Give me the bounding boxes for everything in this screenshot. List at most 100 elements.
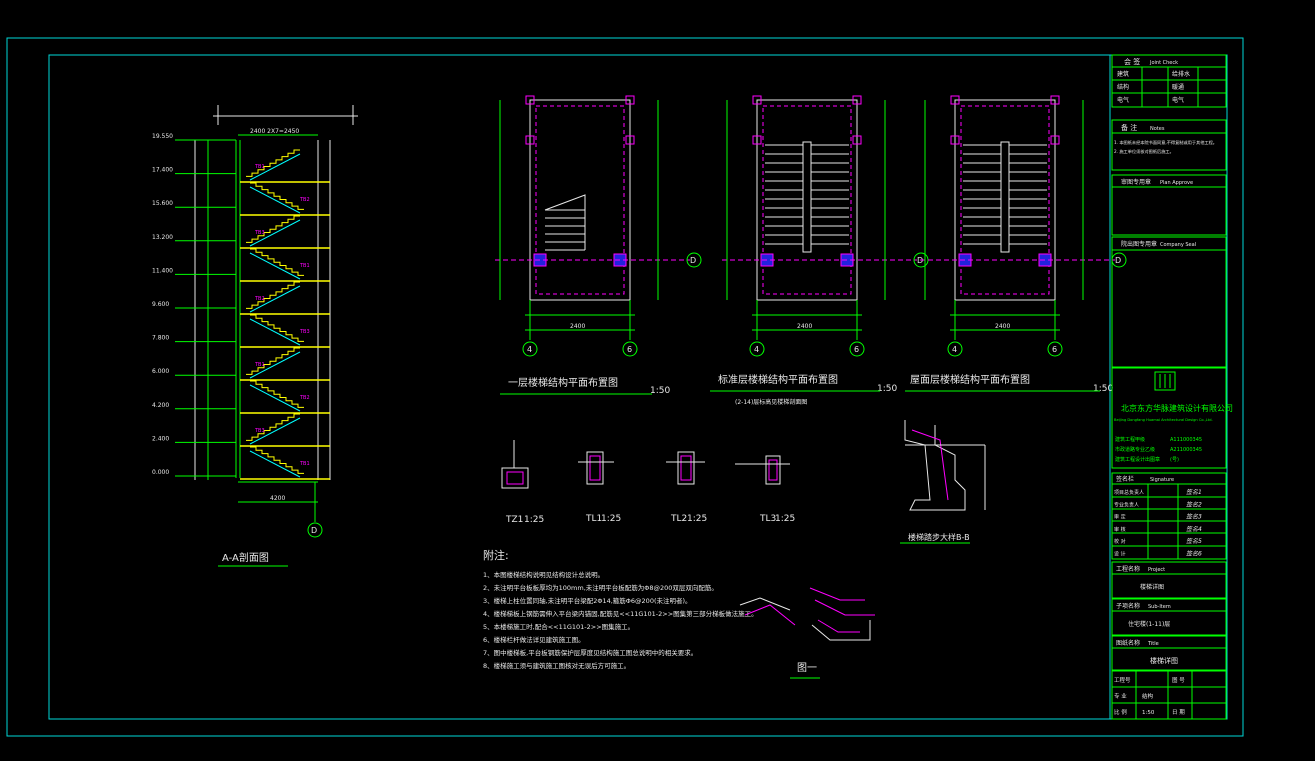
sign-name: 签名2 [1186, 500, 1202, 508]
tl2-scale: 1:25 [687, 514, 707, 524]
plan-scale-2: 1:50 [877, 384, 897, 394]
company-name-cn: 北京东方华脉建筑设计有限公司 [1121, 403, 1233, 413]
plan-column-small [852, 95, 862, 105]
seal-row-2b: 暖通 [1172, 83, 1184, 91]
tl3-label: TL3 [759, 514, 776, 524]
figure-1-title: 图一 [797, 662, 817, 674]
plan-scale-1: 1:50 [650, 386, 670, 396]
sign-head: 签名栏 [1116, 475, 1134, 483]
note-4: 4、楼梯梯板上钢筋需伸入平台梁内锚固,配筋见<<11G101-2>>图集第三部分… [483, 609, 758, 618]
joint-check-en: Joint Check [1149, 60, 1178, 66]
level-label: 17.400 [152, 167, 173, 174]
axis-bubble [947, 341, 963, 357]
section-aa: 2400 2X7=2450 19.55017.40015.60013.20011… [152, 105, 358, 567]
company-logo-icon [1154, 371, 1176, 391]
stair-tag: TB1 [299, 263, 310, 269]
sign-role: 项目总负责人 [1114, 489, 1144, 496]
note-7: 7、图中楼梯板,平台板钢筋保护层厚度见结构施工图总说明中的相关要求。 [483, 648, 697, 657]
plan-views: 240046D240046D240046D [495, 95, 1127, 357]
level-label: 6.000 [152, 368, 169, 375]
seal-row-3a: 电气 [1117, 96, 1129, 104]
note-6: 6、楼梯栏杆做法详见建筑施工图。 [483, 635, 585, 644]
notes-title: 附注: [483, 548, 509, 562]
level-label: 9.600 [152, 301, 169, 308]
axis-bubble [1047, 341, 1063, 357]
drawing-head: 图纸名称 [1116, 639, 1140, 647]
stair-tag: TB1 [299, 461, 310, 467]
axis-bubble [849, 341, 865, 357]
plan-title-1: 一层楼梯结构平面布置图 [508, 376, 618, 389]
detail-bb: 楼梯踏步大样B-B [900, 420, 986, 544]
stair-tag: TB3 [254, 230, 265, 236]
qual-2-k: 市政道路专业乙级 [1115, 446, 1155, 453]
plan-subtitle-2: (2-14)层标高见楼梯剖面图 [735, 398, 807, 406]
level-label: 7.800 [152, 335, 169, 342]
qual-1-k: 建筑工程甲级 [1115, 436, 1145, 443]
notes-head-en: Notes [1150, 126, 1165, 132]
bottom-3-v: 结构 [1142, 692, 1154, 700]
notes: 附注: 1、本图楼梯结构说明见结构设计总说明。 2、未注明平台板板厚均为100m… [483, 548, 758, 670]
tl1-scale: 1:25 [601, 514, 621, 524]
tz1-scale: 1:25 [524, 515, 544, 525]
axis-label: 6 [627, 345, 632, 354]
plan-wall [954, 99, 1056, 301]
stair-flight [250, 446, 304, 474]
drawing-head-en: Title [1147, 641, 1159, 647]
plan-3: 2400 4 6 D [920, 95, 1127, 357]
title-block-text: 会 签 Joint Check 建筑 给排水 结构 暖通 电气 电气 备 注 N… [1114, 57, 1233, 716]
note-3: 3、楼梯上柱位置同轴,未注明平台梁配2Φ14,箍筋Φ6@200(未注明者)。 [483, 596, 692, 605]
seal-row-3b: 电气 [1172, 96, 1184, 104]
note-1: 1、本图楼梯结构说明见结构设计总说明。 [483, 570, 604, 579]
axis-label-row: D [1115, 256, 1121, 265]
tb-note-1: 1. 本图纸未经本院书面同意,不得复制或用于其他工程。 [1114, 139, 1217, 146]
axis-label: 6 [1052, 345, 1057, 354]
stair-flight [250, 380, 304, 408]
section-dim-top: 2400 2X7=2450 [250, 128, 299, 135]
sub-name: 住宅楼(1-11)层 [1128, 620, 1170, 628]
joint-check-label: 会 签 [1124, 57, 1140, 66]
section-axis-label: D [311, 526, 317, 535]
stair-slab [249, 384, 301, 412]
stair-slab [249, 252, 301, 280]
seal-row-1a: 建筑 [1117, 70, 1129, 78]
plan-column-small [525, 95, 535, 105]
note-8: 8、楼梯施工须与建筑施工图核对无误后方可施工。 [483, 661, 630, 670]
seal-head: 院出图专用章 [1121, 240, 1157, 248]
stair-slab [249, 219, 301, 247]
section-dim-bottom: 4200 [270, 495, 285, 502]
sub-head: 子项名称 [1116, 602, 1140, 610]
plan-column-small [852, 135, 862, 145]
sign-role: 设 计 [1114, 551, 1126, 558]
level-label: 15.600 [152, 200, 173, 207]
tl2-label: TL2 [670, 514, 687, 524]
bottom-5-k: 日 期 [1172, 709, 1185, 716]
plan-title-2: 标准层楼梯结构平面布置图 [718, 373, 838, 386]
axis-bubble-row [686, 252, 702, 268]
level-label: 2.400 [152, 435, 169, 442]
stair-slab [249, 417, 301, 445]
plan-title-3: 屋面层楼梯结构平面布置图 [910, 373, 1030, 386]
plan-column-small [752, 95, 762, 105]
level-label: 0.000 [152, 469, 169, 476]
plan-column-small [625, 95, 635, 105]
qual-3-k: 建筑工程设计出图章 [1115, 456, 1160, 463]
stair-tag: TB3 [299, 329, 310, 335]
outer-frame [6, 37, 1244, 737]
axis-label: 4 [952, 345, 957, 354]
project-name: 楼梯详图 [1140, 583, 1164, 591]
plan-width: 2400 [995, 323, 1010, 330]
plan-column-small [1050, 135, 1060, 145]
level-label: 11.400 [152, 267, 173, 274]
sign-name: 签名3 [1186, 513, 1202, 521]
company-name-en: Beijing Dongfang Huamai Architectural De… [1114, 418, 1213, 422]
stair-flight [246, 215, 300, 243]
stair-slab [249, 351, 301, 379]
plan-width: 2400 [570, 323, 585, 330]
stair-slab [249, 285, 301, 313]
level-label: 4.200 [152, 402, 169, 409]
sign-head-en: Signature [1150, 477, 1174, 483]
seal-head-en: Company Seal [1160, 242, 1196, 248]
sign-role: 审 定 [1114, 514, 1126, 521]
note-2: 2、未注明平台板板厚均为100mm,未注明平台板配筋为Φ8@200双层双向配筋。 [483, 583, 718, 592]
